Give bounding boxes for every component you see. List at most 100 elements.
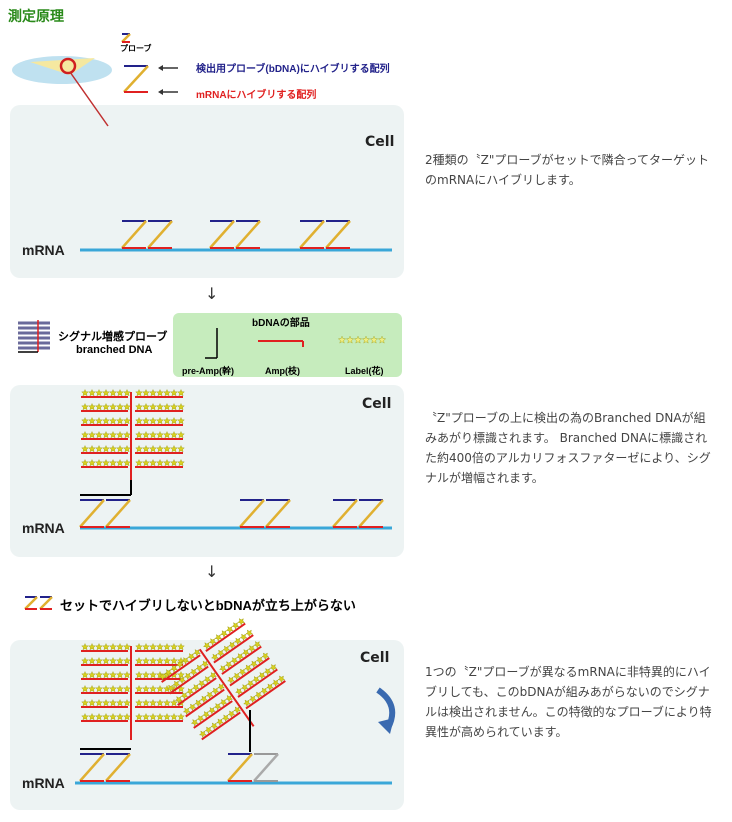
label-star-icon	[116, 388, 124, 397]
label-star-icon	[337, 335, 347, 344]
label-star-icon	[189, 668, 198, 676]
z-diag	[39, 596, 53, 610]
label-star-icon	[116, 444, 124, 453]
label-star-icon	[135, 430, 143, 439]
z-probe	[299, 220, 325, 249]
cell-label: Cell	[365, 134, 395, 150]
bdna-name-jp: シグナル増感プローブ	[58, 331, 168, 343]
label-star-icon	[135, 416, 143, 425]
label-star-icon	[88, 388, 96, 397]
label-star-icon	[231, 622, 240, 630]
z-diag	[325, 220, 351, 249]
label-star-icon	[198, 730, 207, 738]
label-star-icon	[219, 665, 227, 673]
label-star-icon	[163, 416, 171, 425]
label-star-icon	[156, 712, 164, 721]
tilted-bdna	[158, 618, 286, 741]
description-2: 〝Z"プローブの上に検出の為のBranched DNAが組みあがり標識されます。…	[425, 411, 711, 485]
label-star-icon	[233, 637, 242, 645]
zoom-pointer	[69, 71, 109, 127]
label-star-icon	[244, 664, 252, 672]
label-star-icon	[142, 416, 150, 425]
label-star-icon	[242, 649, 250, 657]
label-star-icon	[245, 629, 254, 637]
z-probe	[24, 596, 38, 610]
label-star-icon	[88, 642, 96, 651]
label-star-icon	[216, 649, 225, 658]
label-star-icon	[149, 444, 157, 453]
label-star-icon	[156, 444, 164, 453]
label-star-icon	[109, 416, 117, 425]
label-star-icon	[170, 402, 178, 411]
label-star-icon	[135, 458, 143, 467]
z-probe	[105, 753, 131, 782]
label-star-icon	[102, 684, 110, 693]
label-star-icon	[109, 430, 117, 439]
label-star-icon	[236, 653, 244, 661]
z-probe	[227, 753, 253, 782]
label-star-icon	[116, 458, 124, 467]
label-star-icon	[95, 670, 103, 679]
label-star-icon	[170, 458, 178, 467]
label-star-icon	[177, 430, 185, 439]
label-star-icon	[204, 726, 213, 734]
z-diag	[299, 220, 325, 249]
arrow-head	[158, 65, 163, 71]
label-star-icon	[361, 335, 371, 344]
z-diag	[121, 220, 147, 249]
label-star-icon	[225, 626, 234, 634]
label-star-icon	[170, 656, 178, 665]
zoom-circle	[59, 57, 77, 75]
label-star-icon	[163, 712, 171, 721]
label-star-icon	[109, 656, 117, 665]
label-star-icon	[116, 684, 124, 693]
label-star-icon	[208, 638, 217, 646]
label-star-icon	[163, 402, 171, 411]
z-diag	[147, 220, 173, 249]
label-star-icon	[163, 430, 171, 439]
amp-branch	[213, 634, 254, 664]
label-star-icon	[156, 656, 164, 665]
label-star-icon	[237, 618, 246, 626]
label-star-icon	[142, 402, 150, 411]
part-label: Label(花)	[345, 366, 384, 376]
label-star-icon	[269, 664, 278, 672]
cell-label: Cell	[360, 650, 390, 666]
label-star-icon	[258, 672, 266, 680]
label-star-icon	[243, 699, 251, 707]
label-star-icon	[177, 458, 185, 467]
label-star-icon	[188, 703, 197, 711]
label-star-icon	[271, 679, 280, 687]
label-star-icon	[81, 712, 89, 721]
label-star-icon	[225, 695, 233, 703]
label-star-icon	[227, 710, 236, 718]
z-diag	[265, 499, 291, 528]
label-star-icon	[224, 661, 233, 669]
label-star-icon	[109, 402, 117, 411]
label-star-icon	[123, 430, 131, 439]
label-star-icon	[205, 691, 214, 699]
label-star-icon	[88, 430, 96, 439]
label-star-icon	[158, 673, 167, 681]
curved-arrow-head	[378, 718, 394, 734]
label-star-icon	[116, 416, 124, 425]
label-star-icon	[95, 684, 103, 693]
label-star-icon	[164, 669, 173, 677]
z-diag	[239, 499, 265, 528]
mrna-label: mRNA	[22, 520, 65, 536]
label-star-icon	[135, 656, 143, 665]
label-star-icon	[149, 402, 157, 411]
label-star-icon	[88, 684, 96, 693]
label-star-icon	[135, 402, 143, 411]
label-star-icon	[260, 687, 269, 695]
z-probe	[79, 499, 105, 528]
mrna-label: mRNA	[22, 775, 65, 791]
label-star-icon	[102, 444, 110, 453]
label-star-icon	[156, 642, 164, 651]
cell-label: Cell	[362, 396, 392, 412]
down-arrow: ↓	[205, 284, 219, 303]
label-star-icon	[81, 656, 89, 665]
label-star-icon	[201, 660, 209, 668]
label-star-icon	[177, 388, 185, 397]
label-star-icon	[149, 712, 157, 721]
